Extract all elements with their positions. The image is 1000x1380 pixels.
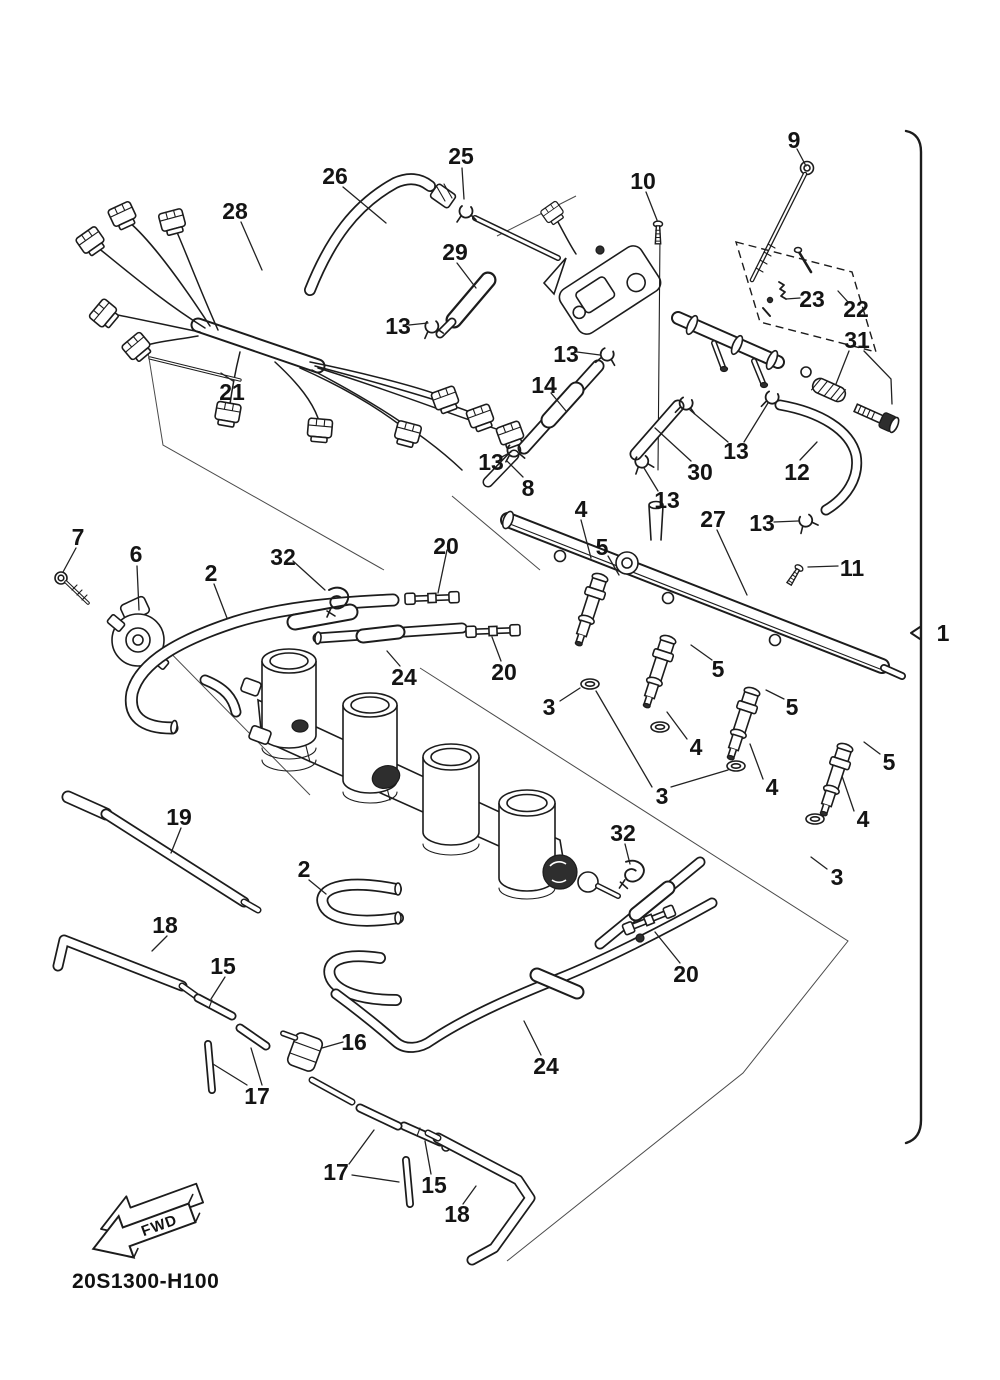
pipes-17-right xyxy=(355,1103,414,1208)
callout-20-a: 20 xyxy=(433,533,459,559)
callout-12: 12 xyxy=(784,459,810,485)
ring-3-d xyxy=(805,813,825,825)
hose-24-lower xyxy=(330,856,718,1053)
callout-32-b: 32 xyxy=(610,820,636,846)
sensor-6 xyxy=(106,595,170,670)
ring-3-a xyxy=(580,678,600,690)
border-lines xyxy=(147,195,849,1262)
callout-2-b: 2 xyxy=(298,856,311,882)
callout-14: 14 xyxy=(531,372,557,398)
callout-5-b: 5 xyxy=(712,656,725,682)
callout-4-a: 4 xyxy=(575,496,588,522)
callout-24-a: 24 xyxy=(391,664,417,690)
callout-18-b: 18 xyxy=(444,1201,470,1227)
hose-2-loops xyxy=(316,878,404,1006)
hose-18-right xyxy=(424,1129,536,1266)
callout-18-a: 18 xyxy=(152,912,178,938)
callout-26: 26 xyxy=(322,163,348,189)
callout-22: 22 xyxy=(843,296,869,322)
ring-3-c xyxy=(726,760,746,772)
callout-28: 28 xyxy=(222,198,248,224)
callout-29: 29 xyxy=(442,239,468,265)
joint-20-a xyxy=(404,590,460,606)
hose-26 xyxy=(304,173,561,296)
callout-3-b: 3 xyxy=(656,783,669,809)
callout-20-b: 20 xyxy=(491,659,517,685)
joint-29 xyxy=(435,271,497,339)
bolt-9 xyxy=(749,160,815,283)
callout-17-a: 17 xyxy=(244,1083,270,1109)
assembly-bracket xyxy=(904,129,923,1145)
wiring-harness xyxy=(74,199,527,471)
callout-5-c: 5 xyxy=(786,694,799,720)
pipe-15-left xyxy=(193,993,237,1021)
spring-bolt-31 xyxy=(800,366,900,434)
fwd-arrow: FWD xyxy=(91,1182,204,1259)
injectors xyxy=(567,570,857,825)
leader-lines xyxy=(62,148,893,1205)
callout-7: 7 xyxy=(72,524,85,550)
callout-11: 11 xyxy=(840,555,865,581)
clamp-13-f xyxy=(794,511,820,535)
callout-1: 1 xyxy=(937,620,950,646)
callout-24-b: 24 xyxy=(533,1053,559,1079)
callout-27: 27 xyxy=(700,506,726,532)
callout-13-a: 13 xyxy=(385,313,411,339)
callout-20-c: 20 xyxy=(673,961,699,987)
screw-11 xyxy=(784,562,805,587)
joint-20-b xyxy=(465,623,521,639)
hose-14 xyxy=(517,359,605,455)
callout-13-b: 13 xyxy=(553,341,579,367)
callout-21: 21 xyxy=(219,379,245,405)
hose-19 xyxy=(61,790,262,914)
callout-13-d: 13 xyxy=(723,438,749,464)
hose-2-upper xyxy=(124,593,400,735)
hose-18-left xyxy=(52,934,200,1000)
callout-15-a: 15 xyxy=(210,953,236,979)
throttle-body-assembly xyxy=(240,648,621,900)
callout-4-c: 4 xyxy=(766,774,779,800)
callout-10: 10 xyxy=(630,168,656,194)
callout-13-c: 13 xyxy=(478,449,504,475)
callout-6: 6 xyxy=(130,541,143,567)
drawing-code: 20S1300-H100 xyxy=(72,1270,219,1293)
callout-9: 9 xyxy=(788,127,801,153)
callout-19: 19 xyxy=(166,804,192,830)
callout-4-d: 4 xyxy=(857,806,870,832)
callout-15-b: 15 xyxy=(421,1172,447,1198)
bolt-7 xyxy=(54,571,90,605)
hose-12 xyxy=(774,399,863,516)
callout-3-c: 3 xyxy=(831,864,844,890)
callout-8: 8 xyxy=(522,475,535,501)
callout-30: 30 xyxy=(687,459,713,485)
clamp-32-b xyxy=(618,858,647,893)
harness-wires xyxy=(96,221,501,471)
fuel-rail-27 xyxy=(500,500,906,680)
callout-4-b: 4 xyxy=(690,734,703,760)
throttle-barrel-4 xyxy=(498,789,556,900)
callout-5-a: 5 xyxy=(596,534,609,560)
screw-10 xyxy=(652,220,664,245)
kit-box-22 xyxy=(734,241,878,353)
callout-23: 23 xyxy=(799,286,825,312)
callout-13-e: 13 xyxy=(654,487,680,513)
hose-8 xyxy=(482,449,520,488)
joint-16 xyxy=(280,1030,356,1106)
sensor-pipe-assembly xyxy=(539,199,785,471)
callout-3-a: 3 xyxy=(543,694,556,720)
callout-32-a: 32 xyxy=(270,544,296,570)
ring-3-b xyxy=(650,721,670,733)
throttle-barrel-3 xyxy=(422,743,480,856)
callout-17-b: 17 xyxy=(323,1159,349,1185)
callout-16: 16 xyxy=(341,1029,367,1055)
callout-5-d: 5 xyxy=(883,749,896,775)
pipes-17-left xyxy=(204,1023,271,1094)
callout-13-f: 13 xyxy=(749,510,775,536)
callout-25: 25 xyxy=(448,143,474,169)
callout-labels: 9 10 25 26 28 29 23 22 31 13 21 13 14 13… xyxy=(72,127,950,1227)
callout-2-a: 2 xyxy=(205,560,218,586)
callout-31: 31 xyxy=(844,327,870,353)
hose-24-upper xyxy=(312,622,468,645)
